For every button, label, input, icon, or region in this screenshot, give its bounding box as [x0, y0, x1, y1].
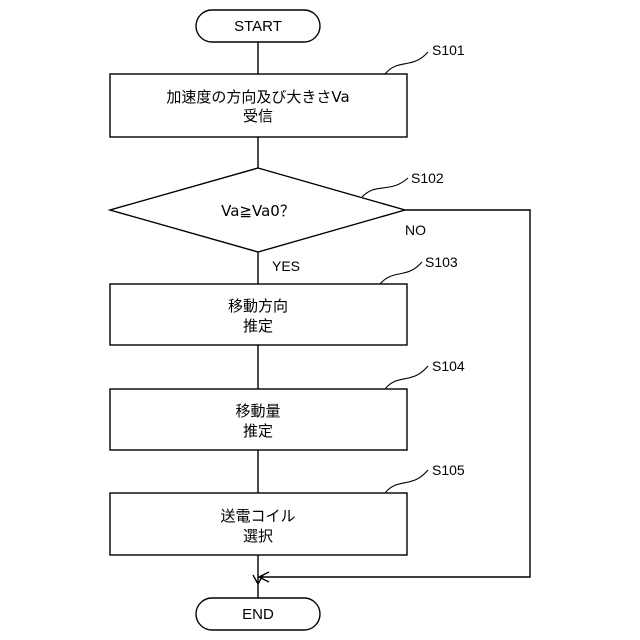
step-s101-line1: 加速度の方向及び大きさVa	[166, 88, 349, 106]
step-s104-id: S104	[432, 358, 465, 374]
start-terminal-label: START	[234, 18, 282, 35]
step-s105-leader	[385, 470, 428, 493]
step-s102-question: Va≧Va0？	[221, 202, 295, 220]
step-s102-no-label: NO	[405, 222, 426, 238]
step-s103-line1: 移動方向	[228, 297, 288, 315]
step-s105: 送電コイル 選択 S105	[110, 462, 465, 555]
step-s104: 移動量 推定 S104	[110, 358, 465, 450]
end-terminal-label: END	[242, 606, 274, 623]
step-s104-line2: 推定	[243, 422, 273, 440]
step-s101: 加速度の方向及び大きさVa 受信 S101	[110, 42, 465, 137]
step-s102-leader	[362, 178, 408, 197]
step-s102-id: S102	[411, 170, 444, 186]
step-s101-id: S101	[432, 42, 465, 58]
step-s104-leader	[385, 366, 428, 389]
step-s102-yes-label: YES	[272, 258, 300, 274]
step-s104-line1: 移動量	[235, 402, 280, 420]
step-s103-leader	[380, 262, 422, 284]
start-terminal: START	[196, 10, 320, 42]
step-s102: Va≧Va0？ S102 NO YES	[110, 168, 444, 274]
step-s101-leader	[385, 52, 428, 74]
step-s103-id: S103	[425, 254, 458, 270]
end-terminal: END	[196, 598, 320, 630]
step-s103-line2: 推定	[243, 317, 273, 335]
step-s105-id: S105	[432, 462, 465, 478]
step-s105-line2: 選択	[243, 527, 273, 545]
step-s105-line1: 送電コイル	[220, 507, 295, 525]
step-s101-line2: 受信	[243, 107, 273, 125]
